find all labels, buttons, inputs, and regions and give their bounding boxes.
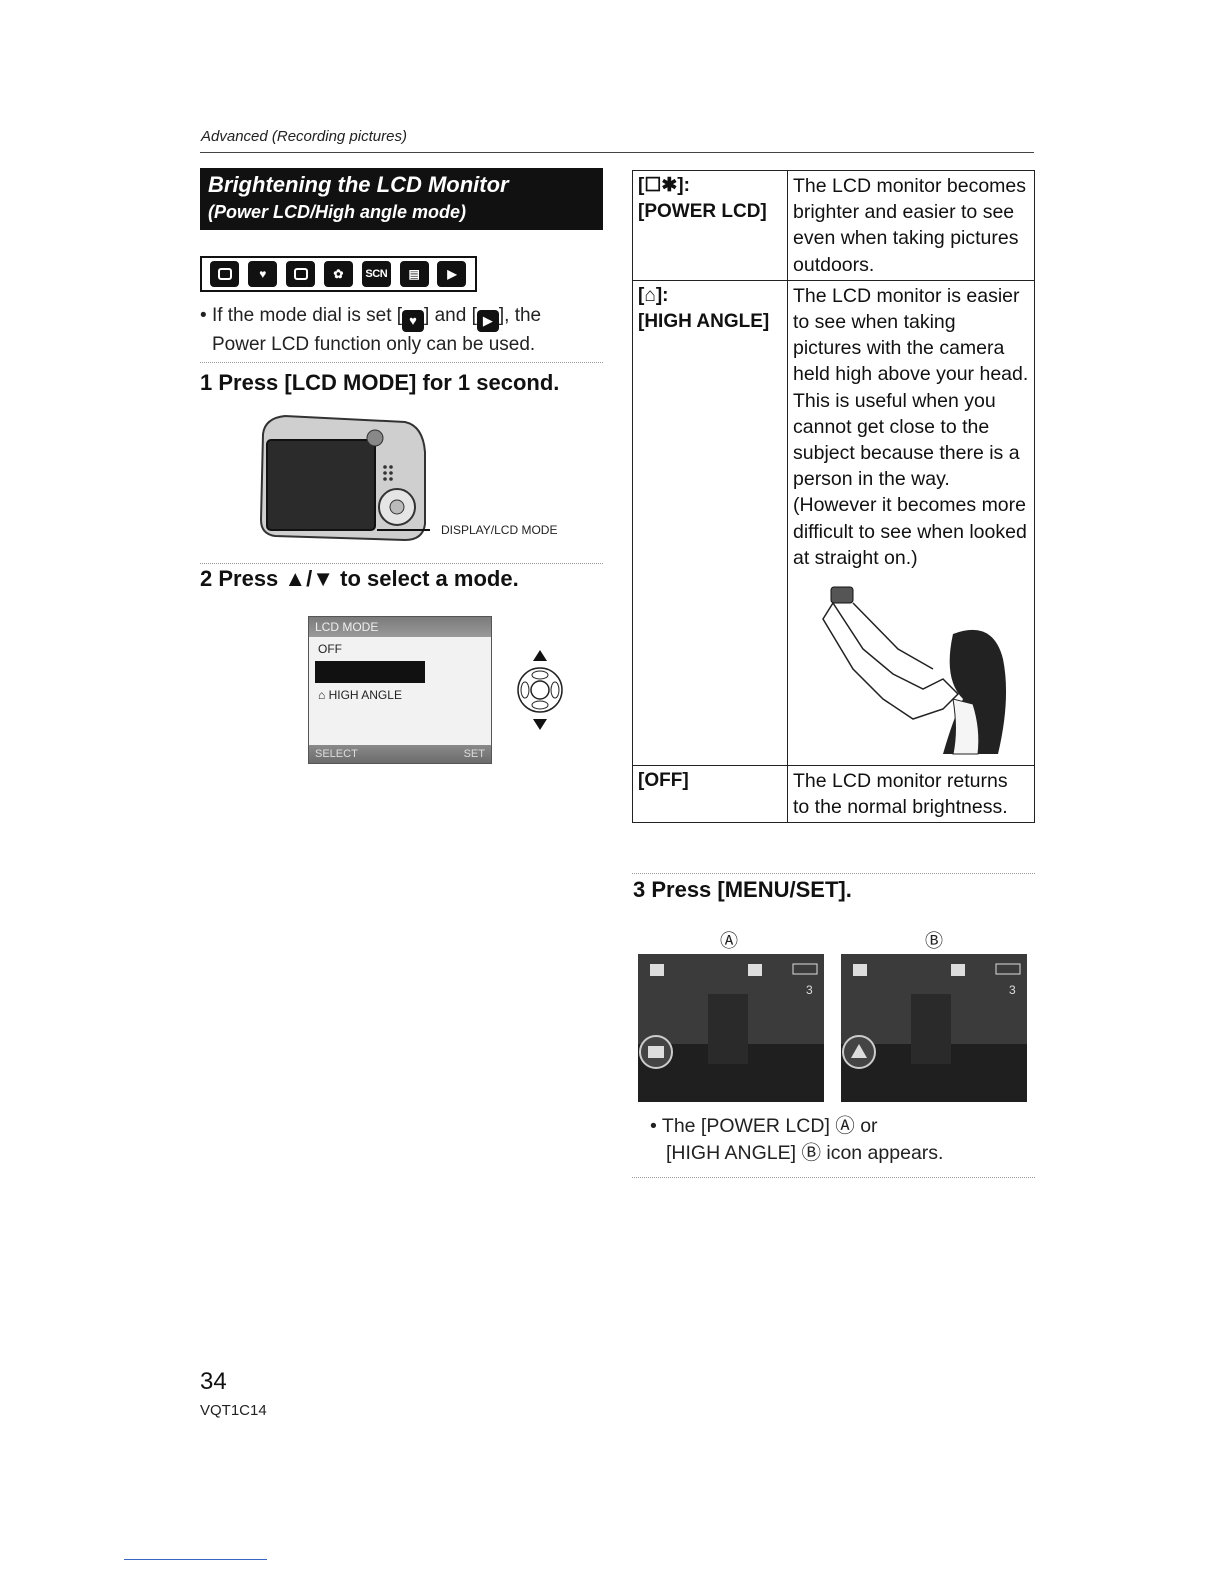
- high-angle-description: The LCD monitor is easier to see when ta…: [793, 284, 1029, 569]
- camera-illustration: [259, 414, 430, 542]
- lcd-menu-title: LCD MODE: [309, 617, 491, 637]
- heart-mode-icon: ♥: [248, 261, 278, 287]
- table-row: [⌂]: [HIGH ANGLE] The LCD monitor is eas…: [632, 279, 1035, 767]
- preview-screen-a: 3: [638, 954, 824, 1102]
- heart-icon: ♥: [402, 310, 425, 332]
- section-title: Brightening the LCD Monitor (Power LCD/H…: [200, 168, 603, 230]
- step-1: 1 Press [LCD MODE] for 1 second.: [200, 370, 560, 395]
- woman-holding-camera-illustration: [822, 586, 1007, 755]
- divider: [632, 873, 1035, 874]
- scene-mode-icon: SCN: [361, 261, 391, 287]
- shots-remaining-b: 3: [1009, 983, 1016, 997]
- lcd-option-selected: [315, 661, 425, 683]
- label-b: Ⓑ: [925, 931, 943, 951]
- high-angle-mode-icon: ⌂: [644, 284, 656, 306]
- page-number: 34: [200, 1368, 227, 1395]
- play-icon: ▶: [476, 310, 499, 332]
- note-line2: Power LCD function only can be used.: [212, 334, 536, 355]
- lcd-option-high-angle: ⌂ HIGH ANGLE: [309, 683, 491, 707]
- dpad-up-down-icon: [517, 650, 563, 730]
- appear-line1: The [POWER LCD] Ⓐ or: [661, 1115, 878, 1137]
- mode-note: • If the mode dial is set [♥] and [▶], t…: [200, 303, 610, 358]
- macro-mode-icon: ✿: [323, 261, 353, 287]
- bracket-close: ]:: [677, 175, 690, 196]
- shots-remaining-a: 3: [806, 983, 813, 997]
- title-line2: (Power LCD/High angle mode): [208, 202, 467, 222]
- appear-line2: [HIGH ANGLE] Ⓑ icon appears.: [666, 1142, 944, 1164]
- select-label: SELECT: [315, 748, 358, 760]
- note-part2: ] and [: [424, 305, 477, 326]
- bracket-open: [: [638, 284, 645, 306]
- divider: [200, 362, 603, 363]
- off-description: The LCD monitor returns to the normal br…: [787, 765, 1035, 824]
- title-line1: Brightening the LCD Monitor: [208, 172, 509, 197]
- lcd-mode-table: [☐✱]: [POWER LCD] The LCD monitor become…: [632, 170, 1035, 824]
- table-row: [OFF] The LCD monitor returns to the nor…: [632, 765, 1035, 824]
- display-lcd-mode-label: DISPLAY/LCD MODE: [441, 523, 558, 537]
- bracket-open: [: [638, 175, 645, 196]
- high-angle-icon: ⌂: [318, 688, 326, 702]
- power-lcd-icon: ☐✱: [644, 175, 678, 196]
- high-angle-label: HIGH ANGLE: [328, 688, 402, 702]
- step-3: 3 Press [MENU/SET].: [633, 877, 852, 902]
- bracket-close: ]:: [655, 284, 669, 306]
- header-rule: [200, 152, 1034, 153]
- note-part3: ], the: [498, 305, 542, 326]
- high-angle-key: [⌂]: [HIGH ANGLE]: [632, 279, 788, 767]
- high-angle-cell: The LCD monitor is easier to see when ta…: [787, 279, 1035, 767]
- set-label: SET: [463, 748, 485, 760]
- lcd-menu-footer: SELECT SET: [309, 745, 491, 763]
- camera-mode-icon: [210, 261, 240, 287]
- film-mode-icon: ▤: [399, 261, 429, 287]
- power-lcd-description: The LCD monitor becomes brighter and eas…: [787, 170, 1035, 281]
- document-code: VQT1C14: [200, 1402, 267, 1419]
- section-header: Advanced (Recording pictures): [201, 128, 407, 145]
- step-2: 2 Press ▲/▼ to select a mode.: [200, 566, 519, 591]
- high-angle-name: [HIGH ANGLE]: [638, 311, 770, 333]
- divider: [200, 563, 603, 564]
- lcd-mode-menu: LCD MODE OFF ⌂ HIGH ANGLE SELECT SET: [308, 616, 492, 764]
- lcd-option-off: OFF: [318, 642, 342, 656]
- divider: [632, 1177, 1035, 1178]
- bottom-rule: [124, 1559, 267, 1560]
- lock-mode-icon: [286, 261, 316, 287]
- play-mode-icon: ▶: [437, 261, 467, 287]
- label-a: Ⓐ: [720, 931, 738, 951]
- icon-appears-note: • The [POWER LCD] Ⓐ or [HIGH ANGLE] Ⓑ ic…: [650, 1113, 943, 1167]
- note-part1: If the mode dial is set [: [211, 305, 403, 326]
- preview-screen-b: 3: [841, 954, 1027, 1102]
- mode-dial-icons: ♥ ✿ SCN ▤ ▶: [200, 256, 477, 292]
- power-lcd-key: [☐✱]: [POWER LCD]: [632, 170, 788, 281]
- power-lcd-name: [POWER LCD]: [638, 201, 767, 223]
- table-row: [☐✱]: [POWER LCD] The LCD monitor become…: [632, 170, 1035, 281]
- off-key: [OFF]: [632, 765, 788, 824]
